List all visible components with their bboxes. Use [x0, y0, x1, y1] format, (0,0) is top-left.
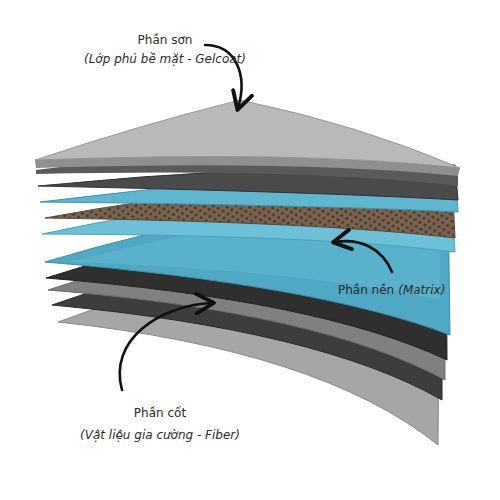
callout-label: Phần cốt [134, 406, 186, 421]
callout-label: Phần sơn [138, 33, 193, 48]
callout-label: Phần nền [338, 283, 394, 298]
callout-label: (Matrix) [398, 283, 445, 298]
callout-label: (Vật liệu gia cường - Fiber) [80, 428, 240, 443]
layer-stack [35, 100, 460, 445]
leader-arrow [335, 241, 392, 272]
leader-arrow [120, 303, 212, 390]
gelcoat-sheet [35, 156, 460, 176]
leader-arrows [120, 45, 392, 390]
callout-label: (Lớp phủ bề mặt - Gelcoat) [84, 52, 246, 67]
